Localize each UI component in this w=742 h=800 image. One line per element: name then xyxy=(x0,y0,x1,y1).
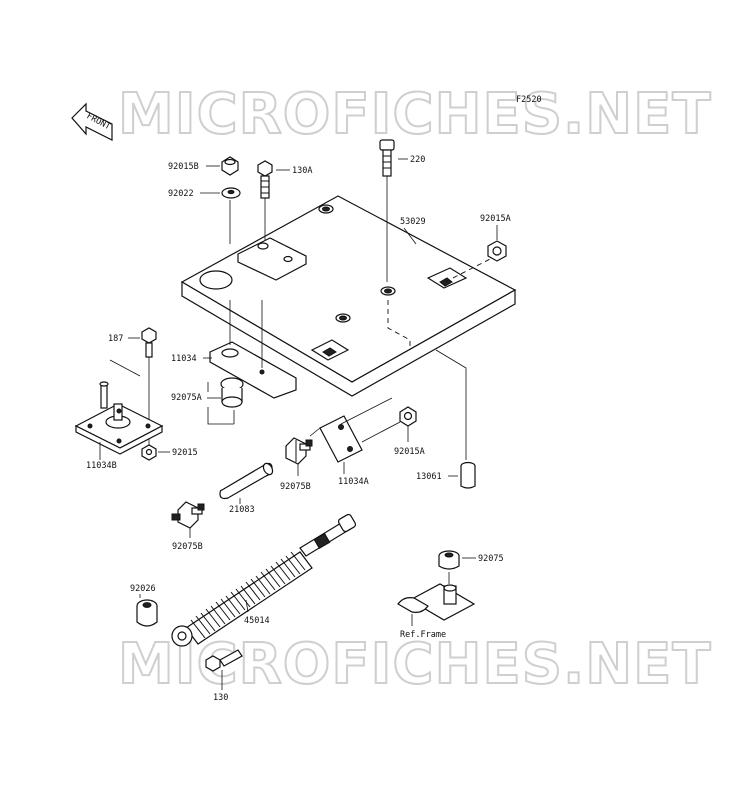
label-92075B-mid: 92075B xyxy=(280,482,311,492)
watermark-bottom: MICROFICHES.NET xyxy=(118,632,712,697)
collar-92026 xyxy=(136,599,158,627)
bolt-187 xyxy=(141,327,157,358)
bolt-130A xyxy=(257,160,273,199)
damper-92075B-left xyxy=(171,501,205,529)
label-92015A-mid: 92015A xyxy=(394,447,425,457)
bolt-130 xyxy=(205,649,243,672)
label-21083: 21083 xyxy=(229,505,255,515)
bracket-11034 xyxy=(209,341,297,399)
collar-13061 xyxy=(460,461,476,489)
washer-92075 xyxy=(438,550,460,570)
label-13061: 13061 xyxy=(416,472,442,482)
rod-21083 xyxy=(219,462,274,500)
watermark-top: MICROFICHES.NET xyxy=(118,82,712,147)
label-11034: 11034 xyxy=(171,354,197,364)
label-ref-frame: Ref.Frame xyxy=(400,630,446,640)
label-220: 220 xyxy=(410,155,425,165)
nut-92015A-top xyxy=(487,240,507,262)
label-92026: 92026 xyxy=(130,584,156,594)
label-92015: 92015 xyxy=(172,448,198,458)
nut-92015B xyxy=(221,156,239,176)
mount-11034B xyxy=(74,381,164,455)
label-130: 130 xyxy=(213,693,228,703)
label-187: 187 xyxy=(108,334,123,344)
battery-plate-53029 xyxy=(180,195,517,397)
front-arrow-icon: FRONT xyxy=(71,102,113,141)
label-130A: 130A xyxy=(292,166,312,176)
frame-bracket xyxy=(397,583,476,621)
shock-absorber-45014 xyxy=(171,513,357,647)
label-45014: 45014 xyxy=(244,616,270,626)
bracket-11034A xyxy=(319,415,363,463)
label-92015B: 92015B xyxy=(168,162,199,172)
label-92075B-left: 92075B xyxy=(172,542,203,552)
damper-92075A xyxy=(220,377,244,408)
label-92075: 92075 xyxy=(478,554,504,564)
label-92022: 92022 xyxy=(168,189,194,199)
damper-92075B-mid xyxy=(285,437,313,465)
label-92075A: 92075A xyxy=(171,393,202,403)
label-53029: 53029 xyxy=(400,217,426,227)
nut-92015 xyxy=(141,444,157,461)
bolt-220 xyxy=(379,139,395,177)
washer-92022 xyxy=(221,187,241,199)
nut-92015A-mid xyxy=(399,406,417,427)
label-92015A-top: 92015A xyxy=(480,214,511,224)
label-11034A: 11034A xyxy=(338,477,369,487)
figure-code: F2520 xyxy=(516,95,542,105)
label-11034B: 11034B xyxy=(86,461,117,471)
